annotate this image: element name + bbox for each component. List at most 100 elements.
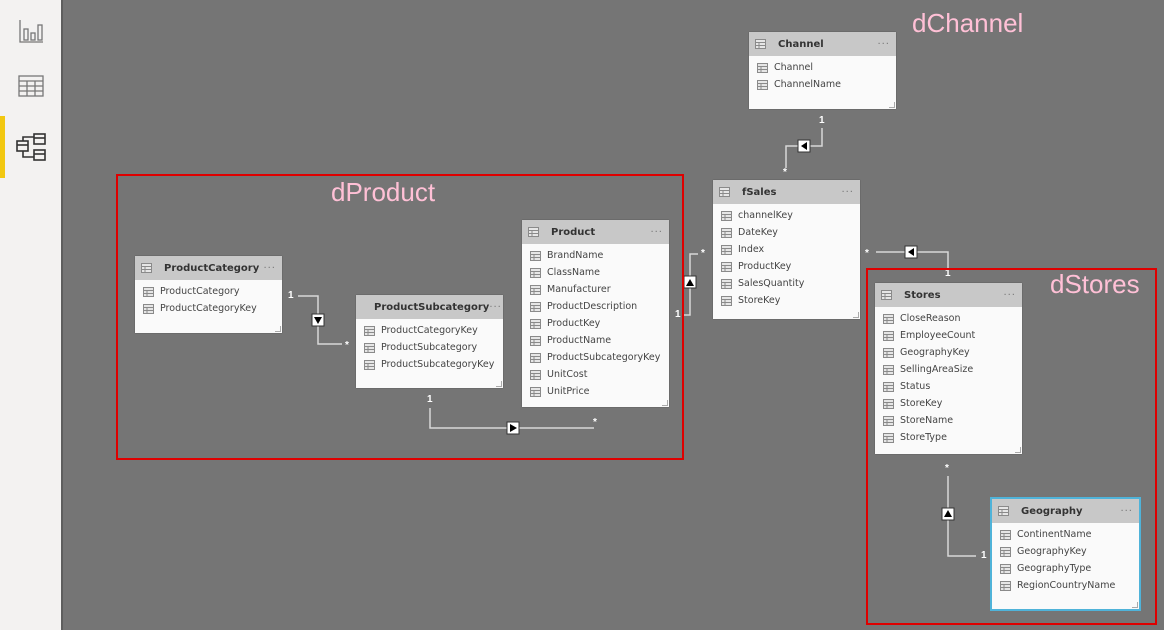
more-options-button[interactable]: ··· — [1003, 289, 1016, 301]
table-header[interactable]: ProductCategory··· — [135, 256, 282, 280]
table-header[interactable]: Geography··· — [992, 499, 1139, 523]
field-row[interactable]: ProductSubcategory — [356, 339, 503, 356]
field-name: ClassName — [547, 267, 601, 278]
field-row[interactable]: EmployeeCount — [875, 327, 1022, 344]
field-row[interactable]: DateKey — [713, 224, 860, 241]
field-name: SellingAreaSize — [900, 364, 974, 375]
cardinality-one: 1 — [288, 290, 294, 301]
arrow-up-icon — [686, 279, 694, 286]
field-row[interactable]: Channel — [749, 59, 896, 76]
field-row[interactable]: ClassName — [522, 264, 669, 281]
field-row[interactable]: GeographyKey — [992, 543, 1139, 560]
field-row[interactable]: Status — [875, 378, 1022, 395]
resize-handle[interactable] — [853, 312, 859, 318]
table-header[interactable]: ProductSubcategory··· — [356, 295, 503, 319]
table-icon — [528, 227, 539, 237]
field-name: StoreName — [900, 415, 954, 426]
resize-handle[interactable] — [1132, 602, 1138, 608]
field-row[interactable]: ChannelName — [749, 76, 896, 93]
resize-handle[interactable] — [662, 400, 668, 406]
nav-model-view[interactable] — [0, 116, 61, 178]
resize-handle[interactable] — [889, 102, 895, 108]
field-name: ChannelName — [774, 79, 842, 90]
table-header[interactable]: fSales··· — [713, 180, 860, 204]
more-options-button[interactable]: ··· — [841, 186, 854, 198]
column-icon — [530, 386, 541, 397]
field-name: ContinentName — [1017, 529, 1092, 540]
table-title: ProductSubcategory — [374, 301, 490, 313]
field-row[interactable]: StoreKey — [713, 292, 860, 309]
resize-handle[interactable] — [275, 326, 281, 332]
table-header[interactable]: Channel··· — [749, 32, 896, 56]
field-name: GeographyType — [1017, 563, 1092, 574]
more-options-button[interactable]: ··· — [1120, 505, 1133, 517]
field-row[interactable]: ProductCategoryKey — [356, 322, 503, 339]
nav-data-view[interactable] — [0, 55, 61, 117]
nav-report-view[interactable] — [0, 0, 61, 62]
cardinality-many: * — [701, 248, 705, 259]
column-icon — [1000, 580, 1011, 591]
more-options-button[interactable]: ··· — [263, 262, 276, 274]
column-icon — [883, 330, 894, 341]
more-options-button[interactable]: ··· — [877, 38, 890, 50]
column-icon — [721, 227, 732, 238]
field-row[interactable]: Manufacturer — [522, 281, 669, 298]
arrow-left-icon — [801, 142, 807, 150]
field-row[interactable]: RegionCountryName — [992, 577, 1139, 594]
table-icon — [719, 187, 730, 197]
table-title: ProductCategory — [164, 262, 260, 274]
field-name: GeographyKey — [1017, 546, 1087, 557]
field-row[interactable]: BrandName — [522, 247, 669, 264]
field-row[interactable]: ProductSubcategoryKey — [522, 349, 669, 366]
table-header[interactable]: Stores··· — [875, 283, 1022, 307]
field-name: BrandName — [547, 250, 604, 261]
column-icon — [530, 335, 541, 346]
more-options-button[interactable]: ··· — [489, 301, 502, 313]
field-name: Index — [738, 244, 765, 255]
field-name: StoreKey — [738, 295, 781, 306]
cardinality-many: * — [865, 248, 869, 259]
field-row[interactable]: StoreKey — [875, 395, 1022, 412]
column-icon — [757, 79, 768, 90]
table-header[interactable]: Product··· — [522, 220, 669, 244]
field-row[interactable]: ContinentName — [992, 526, 1139, 543]
column-icon — [364, 342, 375, 353]
field-name: ProductDescription — [547, 301, 638, 312]
field-row[interactable]: channelKey — [713, 207, 860, 224]
field-row[interactable]: ProductDescription — [522, 298, 669, 315]
field-row[interactable]: UnitCost — [522, 366, 669, 383]
field-row[interactable]: ProductSubcategoryKey — [356, 356, 503, 373]
group-label-dchannel: dChannel — [912, 8, 1024, 38]
field-row[interactable]: Index — [713, 241, 860, 258]
field-row[interactable]: StoreName — [875, 412, 1022, 429]
field-row[interactable]: ProductCategoryKey — [135, 300, 282, 317]
field-row[interactable]: CloseReason — [875, 310, 1022, 327]
field-name: EmployeeCount — [900, 330, 976, 341]
resize-handle[interactable] — [1015, 447, 1021, 453]
more-options-button[interactable]: ··· — [650, 226, 663, 238]
field-row[interactable]: GeographyKey — [875, 344, 1022, 361]
field-name: channelKey — [738, 210, 793, 221]
field-row[interactable]: ProductKey — [713, 258, 860, 275]
field-row[interactable]: StoreType — [875, 429, 1022, 446]
field-row[interactable]: ProductKey — [522, 315, 669, 332]
column-icon — [721, 278, 732, 289]
field-row[interactable]: UnitPrice — [522, 383, 669, 400]
resize-handle[interactable] — [496, 381, 502, 387]
field-row[interactable]: ProductCategory — [135, 283, 282, 300]
field-row[interactable]: SellingAreaSize — [875, 361, 1022, 378]
field-row[interactable]: SalesQuantity — [713, 275, 860, 292]
cardinality-one: 1 — [819, 115, 825, 126]
field-row[interactable]: ProductName — [522, 332, 669, 349]
model-diagram-icon — [15, 133, 46, 161]
field-row[interactable]: GeographyType — [992, 560, 1139, 577]
arrow-left-icon — [908, 248, 914, 256]
